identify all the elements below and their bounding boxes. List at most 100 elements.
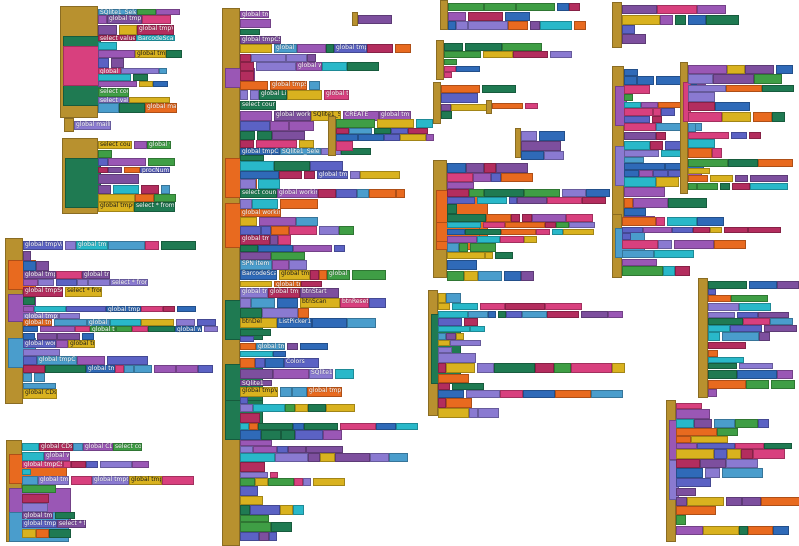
expression-block[interactable] xyxy=(98,103,119,113)
expression-block[interactable] xyxy=(274,44,297,53)
event-block-spine[interactable] xyxy=(680,62,688,194)
expression-block[interactable] xyxy=(240,446,253,453)
expression-block[interactable] xyxy=(132,326,148,332)
expression-block[interactable] xyxy=(555,390,591,398)
expression-block[interactable] xyxy=(74,121,111,130)
expression-block[interactable] xyxy=(176,365,198,373)
expression-block[interactable] xyxy=(608,311,623,318)
expression-block[interactable] xyxy=(71,461,86,468)
expression-block[interactable] xyxy=(521,141,561,151)
expression-block[interactable] xyxy=(23,251,31,261)
expression-block[interactable] xyxy=(161,185,170,194)
expression-block[interactable] xyxy=(441,104,451,111)
expression-block[interactable] xyxy=(98,97,129,103)
expression-block[interactable] xyxy=(141,306,163,312)
expression-block[interactable] xyxy=(444,66,456,72)
expression-block[interactable] xyxy=(313,478,345,486)
expression-block[interactable] xyxy=(761,497,799,506)
expression-block[interactable] xyxy=(521,151,544,160)
expression-block[interactable] xyxy=(175,326,202,332)
expression-block[interactable] xyxy=(240,217,257,226)
expression-block[interactable] xyxy=(776,65,793,74)
expression-block[interactable] xyxy=(735,175,748,182)
expression-block[interactable] xyxy=(339,226,354,235)
expression-block[interactable] xyxy=(667,217,697,226)
expression-block[interactable] xyxy=(92,476,129,485)
expression-block[interactable] xyxy=(336,134,358,141)
expression-block[interactable] xyxy=(444,59,457,65)
expression-block[interactable] xyxy=(369,298,386,308)
expression-block[interactable] xyxy=(710,175,733,182)
expression-block[interactable] xyxy=(140,167,170,173)
expression-block[interactable] xyxy=(622,5,657,14)
expression-block[interactable] xyxy=(306,446,343,453)
expression-block[interactable] xyxy=(98,42,117,50)
expression-block[interactable] xyxy=(447,182,474,189)
expression-block[interactable] xyxy=(311,111,341,121)
expression-block[interactable] xyxy=(771,380,795,389)
expression-block[interactable] xyxy=(441,93,478,103)
expression-block[interactable] xyxy=(447,260,477,270)
expression-block[interactable] xyxy=(358,134,384,141)
expression-block[interactable] xyxy=(145,103,177,113)
expression-block[interactable] xyxy=(336,141,353,151)
event-block-spine[interactable] xyxy=(222,8,240,546)
expression-block[interactable] xyxy=(240,62,254,71)
expression-block[interactable] xyxy=(98,68,121,74)
expression-block[interactable] xyxy=(688,85,726,92)
expression-block[interactable] xyxy=(441,111,452,119)
expression-block[interactable] xyxy=(45,365,86,373)
expression-block[interactable] xyxy=(688,123,696,132)
expression-block[interactable] xyxy=(268,288,300,298)
expression-block[interactable] xyxy=(240,505,250,515)
expression-block[interactable] xyxy=(312,318,347,328)
expression-block[interactable] xyxy=(23,313,59,319)
expression-block[interactable] xyxy=(258,423,293,430)
expression-block[interactable] xyxy=(708,312,735,318)
expression-block[interactable] xyxy=(300,343,328,350)
expression-block[interactable] xyxy=(88,279,110,286)
expression-block[interactable] xyxy=(717,428,738,436)
expression-block[interactable] xyxy=(624,123,656,131)
expression-block[interactable] xyxy=(255,358,265,368)
expression-block[interactable] xyxy=(675,266,690,276)
expression-block[interactable] xyxy=(326,44,334,53)
expression-block[interactable] xyxy=(741,449,753,459)
expression-block[interactable] xyxy=(240,532,259,541)
expression-block[interactable] xyxy=(98,194,135,202)
expression-block[interactable] xyxy=(275,453,308,462)
expression-block[interactable] xyxy=(624,116,650,123)
expression-block[interactable] xyxy=(624,157,644,163)
expression-block[interactable] xyxy=(505,222,545,228)
expression-block[interactable] xyxy=(459,243,468,252)
expression-block[interactable] xyxy=(536,229,550,235)
expression-block[interactable] xyxy=(622,227,643,233)
expression-block[interactable] xyxy=(547,197,582,204)
expression-block[interactable] xyxy=(622,266,663,276)
expression-block[interactable] xyxy=(750,175,788,182)
expression-block[interactable] xyxy=(23,340,56,348)
expression-block[interactable] xyxy=(22,461,63,468)
expression-block[interactable] xyxy=(745,65,774,74)
expression-block[interactable] xyxy=(465,229,501,235)
expression-block[interactable] xyxy=(273,351,286,357)
expression-block[interactable] xyxy=(287,90,322,100)
expression-block[interactable] xyxy=(87,319,110,326)
event-block-spine[interactable] xyxy=(698,278,708,398)
expression-block[interactable] xyxy=(488,311,496,318)
expression-block[interactable] xyxy=(370,453,389,462)
expression-block[interactable] xyxy=(739,303,771,311)
expression-block[interactable] xyxy=(40,326,75,332)
expression-block[interactable] xyxy=(23,319,52,326)
expression-block[interactable] xyxy=(320,453,335,462)
expression-block[interactable] xyxy=(652,116,662,123)
expression-block[interactable] xyxy=(466,390,500,398)
expression-block[interactable] xyxy=(713,74,754,84)
expression-block[interactable] xyxy=(23,349,60,356)
expression-block[interactable] xyxy=(240,351,273,357)
expression-block[interactable] xyxy=(86,461,98,468)
expression-block[interactable] xyxy=(300,288,339,298)
expression-block[interactable] xyxy=(525,103,538,109)
expression-block[interactable] xyxy=(624,132,656,140)
